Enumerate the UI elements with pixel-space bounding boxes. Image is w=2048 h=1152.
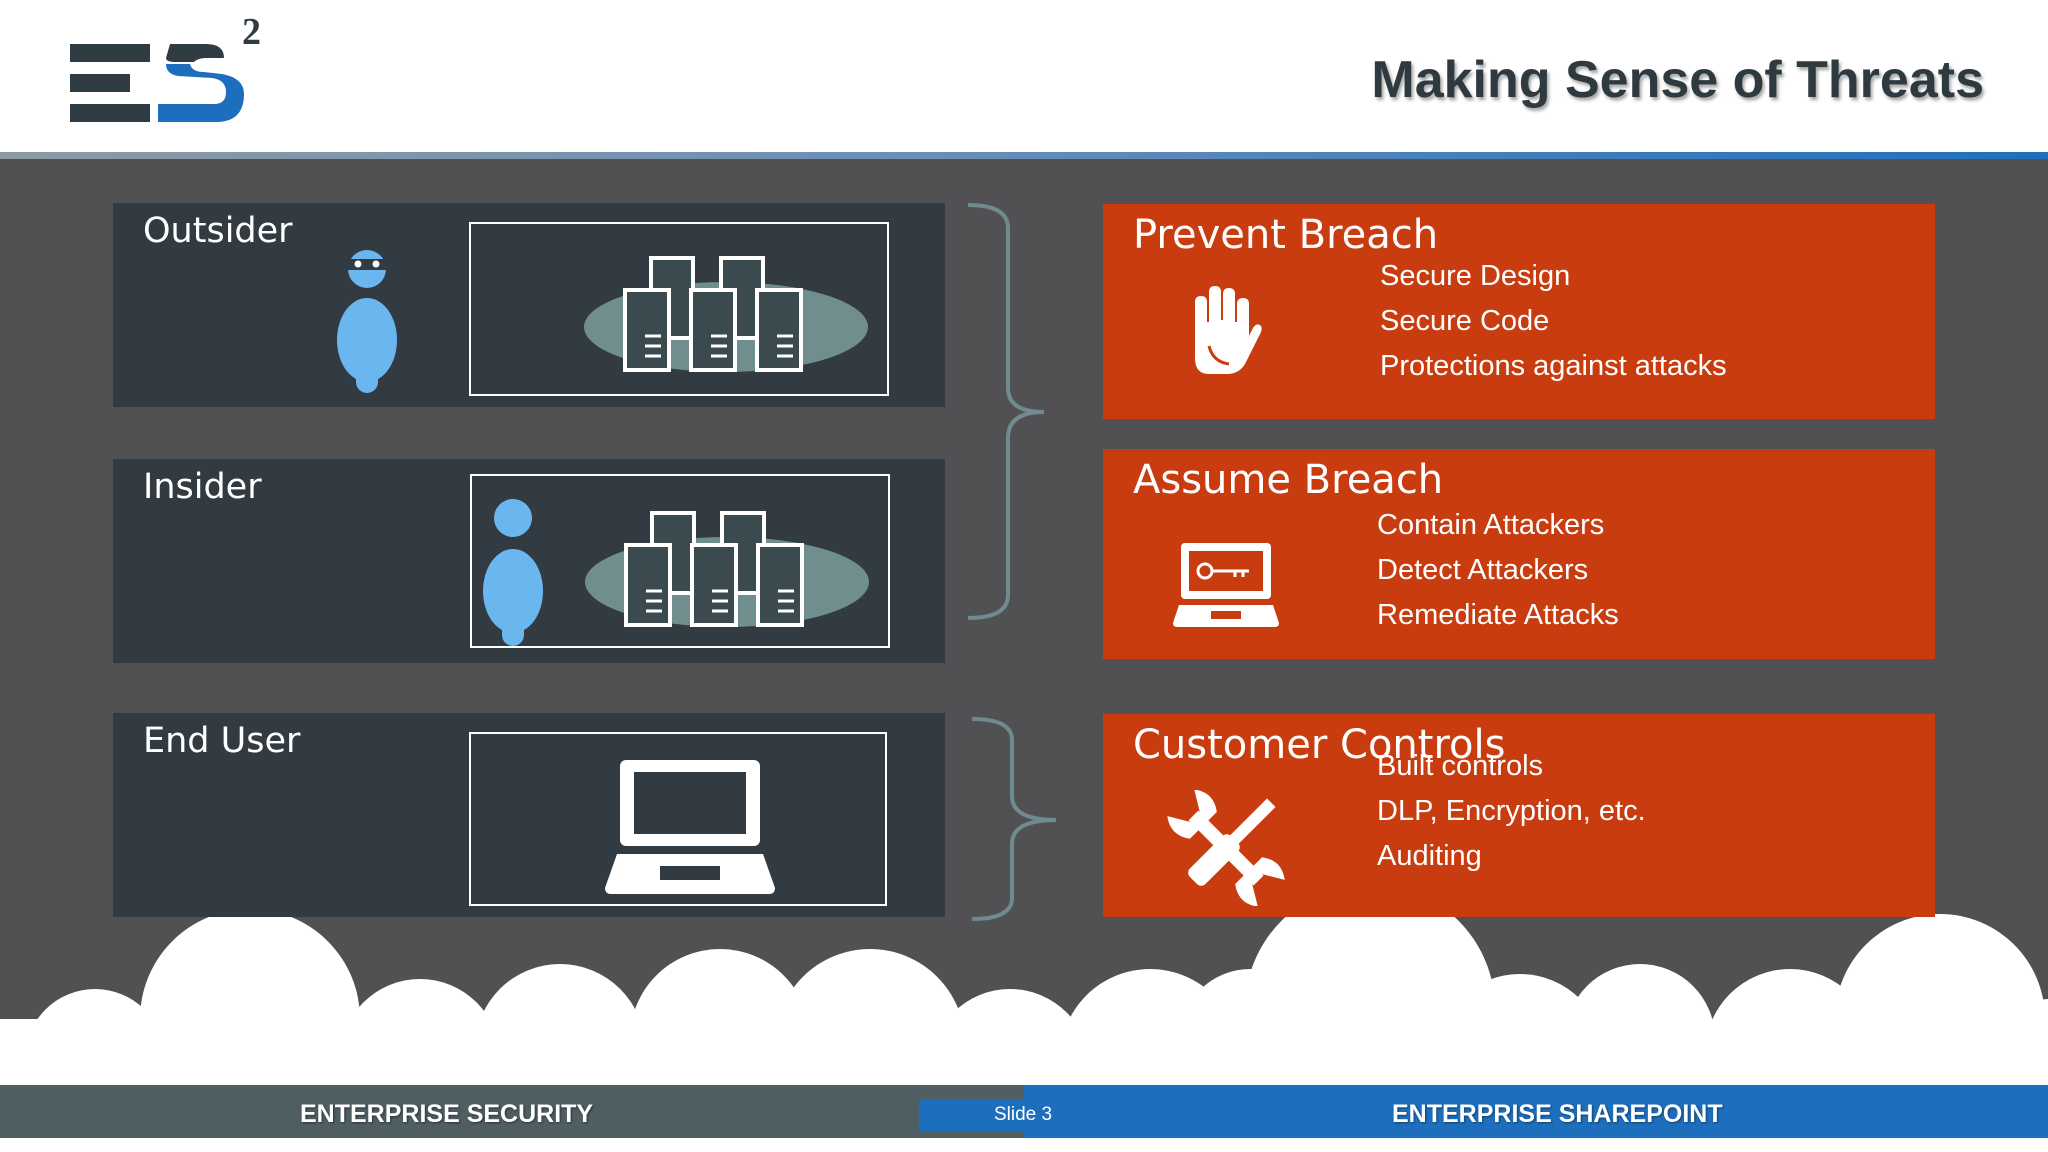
cloud-band-illustration [0, 884, 2048, 1085]
threat-panel-end-user: End User [113, 713, 945, 917]
hand-stop-icon [1195, 286, 1262, 374]
action-panel-prevent-breach: Prevent Breach Secure Design Secure Code… [1103, 204, 1935, 419]
action-item: Detect Attackers [1377, 554, 1589, 586]
threat-label: End User [143, 721, 301, 761]
tools-icon [1167, 790, 1285, 906]
person-icon [483, 499, 543, 646]
grouping-brace [967, 203, 1044, 620]
action-title: Prevent Breach [1133, 212, 1439, 258]
action-item: Remediate Attacks [1377, 599, 1619, 631]
action-item: Secure Code [1380, 305, 1550, 337]
threat-panel-outsider: Outsider [113, 203, 945, 407]
es2-logo: 2 [70, 14, 261, 122]
device-frame [469, 732, 887, 906]
action-item-list: Contain Attackers Detect Attackers Remed… [1377, 503, 1619, 638]
slide-number: Slide 3 [994, 1104, 1053, 1125]
slide-header: 2 Making Sense of Threats [0, 0, 2048, 155]
footer-left-label: ENTERPRISE SECURITY [300, 1100, 594, 1128]
datacenter-frame [470, 474, 890, 648]
threat-label: Insider [143, 467, 262, 507]
grouping-brace [971, 717, 1057, 921]
laptop-key-icon [1173, 543, 1279, 627]
laptop-icon [605, 760, 775, 894]
action-item-list: Built controls DLP, Encryption, etc. Aud… [1377, 744, 1646, 879]
action-item: DLP, Encryption, etc. [1377, 795, 1646, 827]
server-cluster-icon [585, 511, 869, 627]
action-title: Customer Controls [1133, 722, 1506, 768]
slide-title: Making Sense of Threats [1371, 51, 1984, 109]
action-item: Auditing [1377, 840, 1482, 872]
action-panel-customer-controls: Customer Controls Built controls DLP, En… [1103, 714, 1935, 917]
slide-stage: Outsider [0, 159, 2048, 1085]
action-item: Secure Design [1380, 260, 1571, 292]
footer-right-label: ENTERPRISE SHAREPOINT [1392, 1100, 1723, 1128]
footer-right-band [1024, 1085, 2048, 1138]
datacenter-frame [469, 222, 889, 396]
bottom-margin [0, 1138, 2048, 1152]
svg-text:2: 2 [242, 14, 261, 53]
action-item-list: Secure Design Secure Code Protections ag… [1380, 254, 1727, 389]
header-divider [0, 152, 2048, 159]
action-item: Protections against attacks [1380, 350, 1727, 382]
action-item: Contain Attackers [1377, 509, 1605, 541]
action-panel-assume-breach: Assume Breach Contain Attackers Detect A… [1103, 449, 1935, 659]
action-item: Built controls [1377, 750, 1544, 782]
threat-label: Outsider [143, 211, 293, 251]
action-title: Assume Breach [1133, 457, 1444, 503]
footer-left-band [0, 1085, 1024, 1138]
server-cluster-icon [584, 256, 868, 372]
hooded-attacker-icon [337, 250, 397, 393]
slide-number-box [919, 1099, 1047, 1131]
threat-panel-insider: Insider [113, 459, 945, 663]
